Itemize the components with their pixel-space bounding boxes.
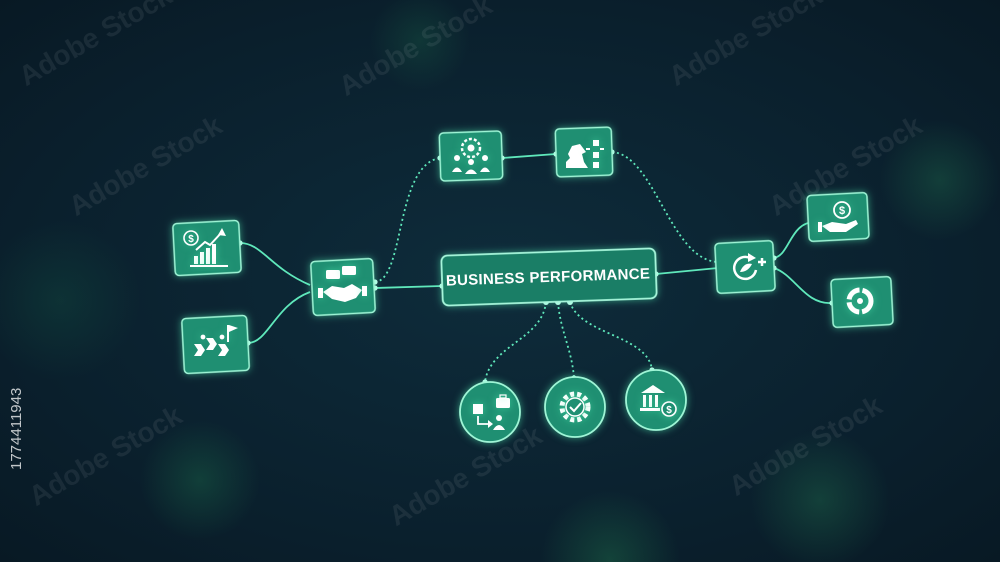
svg-text:$: $ <box>666 405 672 416</box>
gear-check-icon <box>559 391 591 423</box>
node-roadmap <box>181 314 250 375</box>
dotted-connector <box>374 157 441 283</box>
connector-line <box>239 242 311 286</box>
svg-text:$: $ <box>188 234 194 245</box>
donut-chart-icon <box>846 287 874 315</box>
hand-coin-icon: $ <box>818 201 858 232</box>
center-node <box>440 247 658 307</box>
arrows-flag-icon <box>194 325 238 356</box>
bank-dollar-icon: $ <box>640 385 677 417</box>
dotted-connector <box>611 151 719 263</box>
dotted-connector <box>484 301 547 383</box>
connector-line <box>247 291 311 344</box>
node-partnership <box>310 257 376 317</box>
chess-knight-plan-icon <box>566 140 604 168</box>
handshake-icon <box>318 266 367 302</box>
node-quality <box>544 376 606 438</box>
node-investment: $ <box>806 191 870 243</box>
team-gear-icon <box>452 137 490 174</box>
node-team <box>438 130 504 182</box>
node-finance: $ <box>625 369 687 431</box>
node-analytics <box>830 275 894 329</box>
node-growth-chart: $ <box>172 219 242 277</box>
connector-line <box>501 153 557 159</box>
dotted-connector <box>569 301 653 371</box>
dotted-connector <box>557 301 575 379</box>
svg-text:$: $ <box>839 205 845 217</box>
connector-line <box>773 267 833 304</box>
connector-line <box>374 285 443 289</box>
center-title: BUSINESS PERFORMANCE <box>445 264 651 290</box>
node-workflow <box>459 381 521 443</box>
node-improvement <box>714 239 776 295</box>
dollar-growth-chart-icon: $ <box>183 228 228 267</box>
node-strategy <box>554 126 614 178</box>
briefcase-workflow-icon <box>473 394 510 430</box>
connector-line <box>655 267 719 275</box>
cycle-plus-icon <box>732 253 766 281</box>
stock-id-watermark: 1774411943 <box>8 387 25 470</box>
